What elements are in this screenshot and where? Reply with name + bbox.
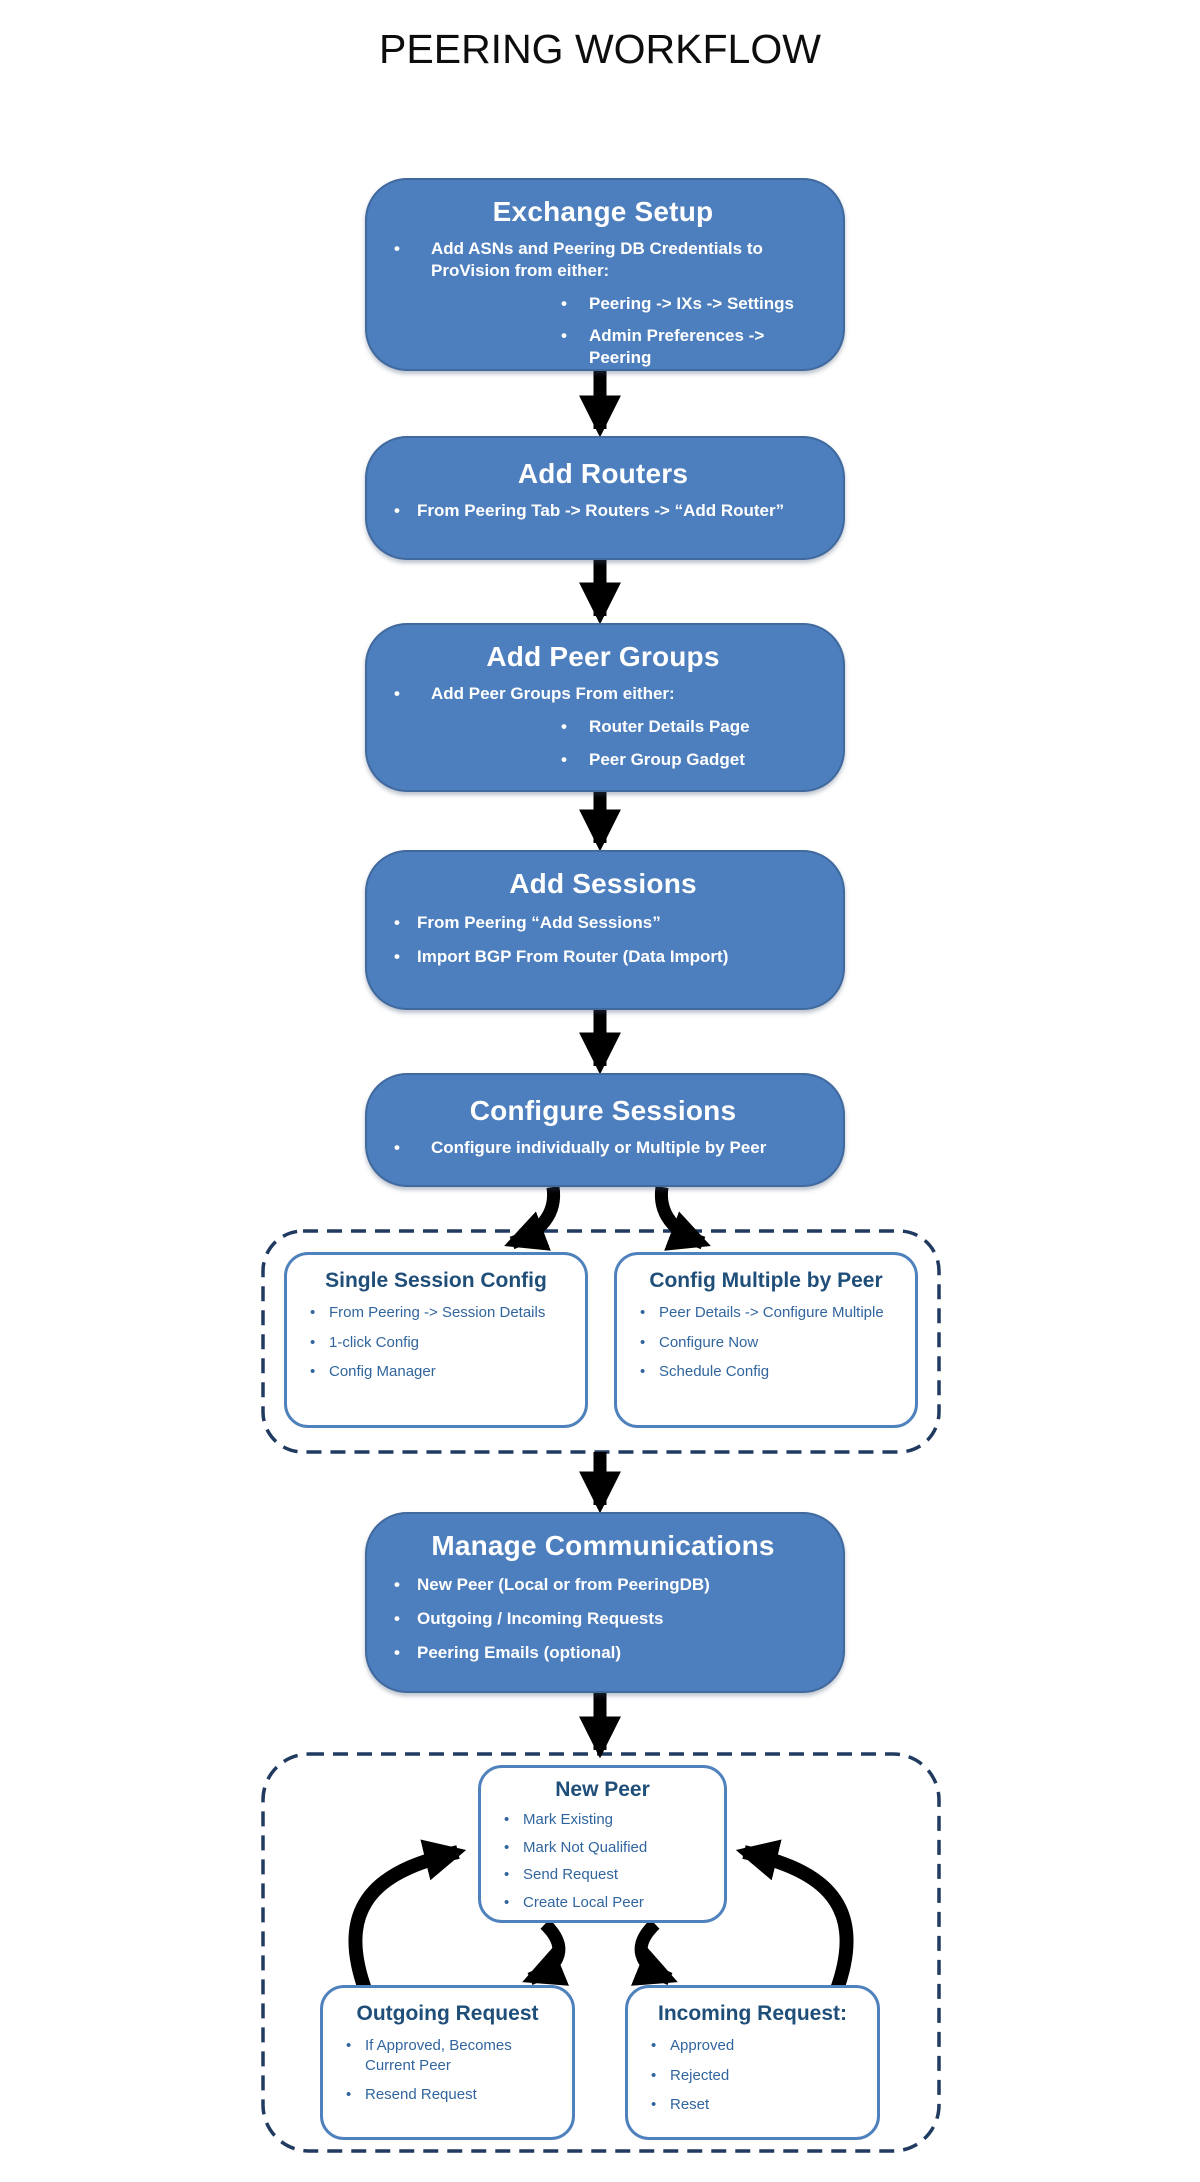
bullet-item: Admin Preferences -> Peering	[547, 325, 819, 369]
bullet-item: Reset	[642, 2095, 863, 2115]
node-add-sessions: Add Sessions From Peering “Add Sessions”…	[365, 850, 845, 1010]
bullet-item: Schedule Config	[631, 1362, 901, 1382]
bullet-item: 1-click Config	[301, 1333, 571, 1353]
bullet-item: If Approved, Becomes Current Peer	[337, 2036, 558, 2075]
arrow-configure-to-multiple-icon	[654, 1186, 711, 1251]
node-bullets: Add ASNs and Peering DB Credentials to P…	[387, 238, 819, 282]
arrow-outgoing-to-newpeer-icon	[348, 1839, 467, 1995]
subnode-new-peer: New Peer Mark Existing Mark Not Qualifie…	[478, 1765, 727, 1923]
node-bullets: Configure individually or Multiple by Pe…	[387, 1137, 819, 1159]
subnode-config-multiple-by-peer: Config Multiple by Peer Peer Details -> …	[614, 1252, 918, 1428]
bullet-item: Configure Now	[631, 1333, 901, 1353]
bullet-item: Peering -> IXs -> Settings	[547, 293, 819, 315]
node-sub-bullets: Router Details Page Peer Group Gadget	[547, 716, 819, 771]
page-title: PEERING WORKFLOW	[379, 26, 821, 72]
bullet-item: Mark Existing	[495, 1810, 710, 1830]
arrow-incoming-to-newpeer-icon	[735, 1839, 854, 1995]
arrow-newpeer-to-outgoing-icon	[522, 1919, 570, 1986]
node-title: Add Sessions	[509, 868, 697, 899]
bullet-item: Rejected	[642, 2066, 863, 2086]
bullet-item: Approved	[642, 2036, 863, 2056]
bullet-item: Peering Emails (optional)	[387, 1642, 819, 1664]
node-exchange-setup: Exchange Setup Add ASNs and Peering DB C…	[365, 178, 845, 371]
node-add-routers: Add Routers From Peering Tab -> Routers …	[365, 436, 845, 560]
bullet-item: Configure individually or Multiple by Pe…	[387, 1137, 819, 1159]
node-title: Add Routers	[517, 458, 689, 489]
subnode-bullets: Peer Details -> Configure Multiple Confi…	[631, 1303, 901, 1382]
bullet-item: Send Request	[495, 1865, 710, 1885]
bullet-item: Resend Request	[337, 2085, 558, 2105]
bullet-item: Mark Not Qualified	[495, 1838, 710, 1858]
subnode-bullets: Mark Existing Mark Not Qualified Send Re…	[495, 1810, 710, 1912]
subnode-title: Single Session Config	[325, 1269, 547, 1292]
node-title: Exchange Setup	[492, 196, 714, 227]
subnode-incoming-request: Incoming Request: Approved Rejected Rese…	[625, 1985, 880, 2140]
subnode-title: Incoming Request:	[657, 2002, 847, 2025]
bullet-item: Add ASNs and Peering DB Credentials to P…	[387, 238, 819, 282]
arrow-configure-to-single-icon	[504, 1186, 561, 1251]
arrow-newpeer-to-incoming-icon	[630, 1919, 678, 1986]
subnode-title: New Peer	[555, 1778, 650, 1801]
subnode-bullets: From Peering -> Session Details 1-click …	[301, 1303, 571, 1382]
bullet-item: From Peering Tab -> Routers -> “Add Rout…	[387, 500, 819, 522]
subnode-title: Config Multiple by Peer	[649, 1269, 883, 1292]
bullet-item: New Peer (Local or from PeeringDB)	[387, 1574, 819, 1596]
bullet-item: Import BGP From Router (Data Import)	[387, 946, 819, 968]
node-bullets: From Peering “Add Sessions” Import BGP F…	[387, 912, 819, 968]
node-bullets: Add Peer Groups From either:	[387, 683, 819, 705]
bullet-item: Peer Group Gadget	[547, 749, 819, 771]
bullet-item: Peer Details -> Configure Multiple	[631, 1303, 901, 1323]
bullet-item: Outgoing / Incoming Requests	[387, 1608, 819, 1630]
bullet-item: Router Details Page	[547, 716, 819, 738]
bullet-item: From Peering “Add Sessions”	[387, 912, 819, 934]
subnode-title: Outgoing Request	[356, 2002, 539, 2025]
node-title: Add Peer Groups	[486, 641, 720, 672]
node-manage-communications: Manage Communications New Peer (Local or…	[365, 1512, 845, 1693]
node-title: Manage Communications	[431, 1530, 775, 1561]
subnode-single-session-config: Single Session Config From Peering -> Se…	[284, 1252, 588, 1428]
node-configure-sessions: Configure Sessions Configure individuall…	[365, 1073, 845, 1187]
subnode-bullets: Approved Rejected Reset	[642, 2036, 863, 2115]
node-sub-bullets: Peering -> IXs -> Settings Admin Prefere…	[547, 293, 819, 369]
subnode-bullets: If Approved, Becomes Current Peer Resend…	[337, 2036, 558, 2105]
node-bullets: From Peering Tab -> Routers -> “Add Rout…	[387, 500, 819, 522]
bullet-item: Config Manager	[301, 1362, 571, 1382]
node-bullets: New Peer (Local or from PeeringDB) Outgo…	[387, 1574, 819, 1663]
node-add-peer-groups: Add Peer Groups Add Peer Groups From eit…	[365, 623, 845, 792]
node-title: Configure Sessions	[469, 1095, 737, 1126]
bullet-item: Create Local Peer	[495, 1893, 710, 1913]
bullet-item: From Peering -> Session Details	[301, 1303, 571, 1323]
bullet-item: Add Peer Groups From either:	[387, 683, 819, 705]
subnode-outgoing-request: Outgoing Request If Approved, Becomes Cu…	[320, 1985, 575, 2140]
